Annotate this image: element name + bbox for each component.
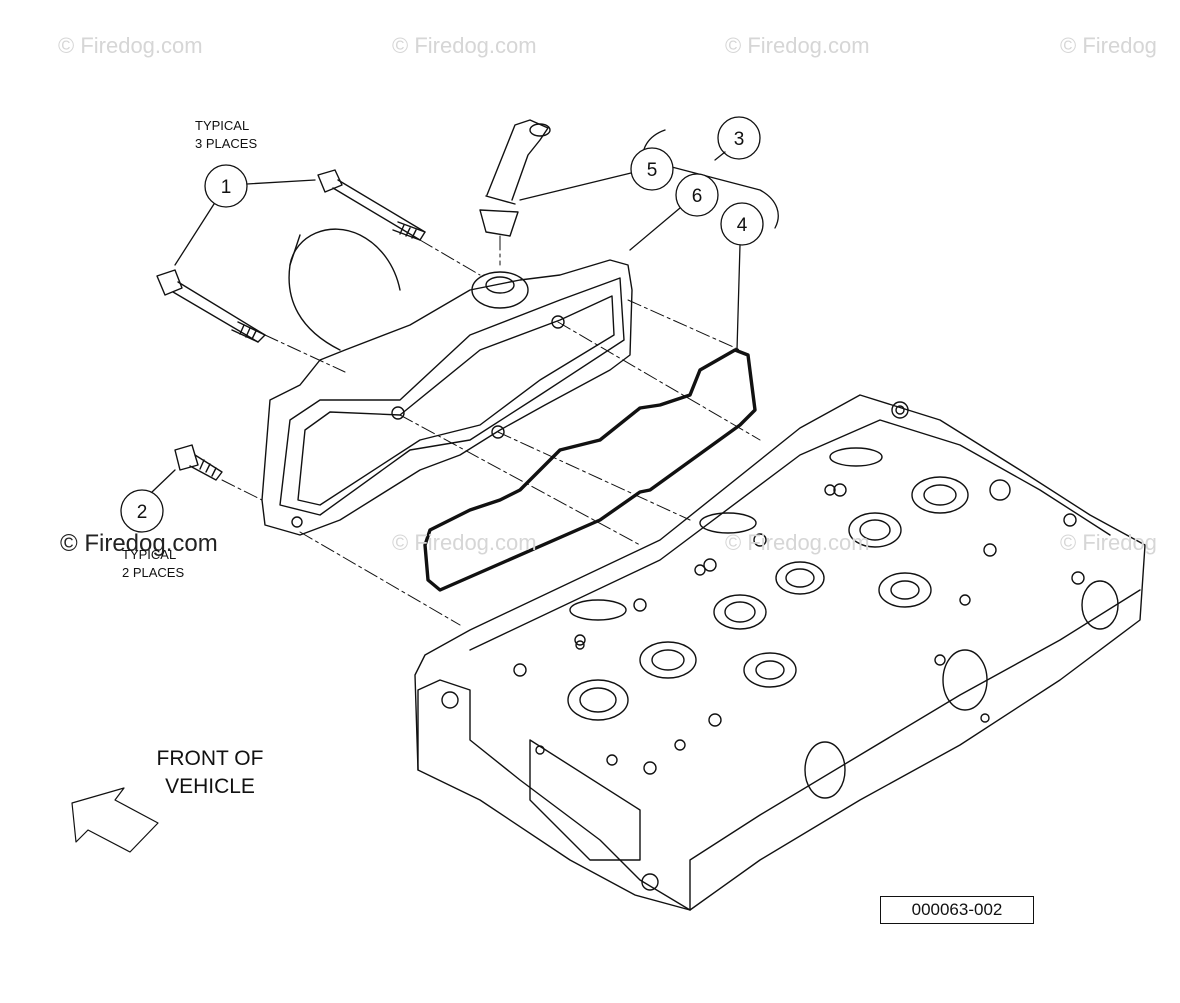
bolt-short [174, 444, 223, 481]
callout-label-5: 5 [647, 160, 658, 181]
figure-number: 000063-002 [880, 896, 1034, 924]
cylinder-head [414, 394, 1146, 911]
note-typical-3-places: TYPICAL 3 PLACES [195, 118, 258, 151]
alignment-lines [221, 235, 761, 626]
bolt-upper [317, 169, 426, 241]
watermark: © Firedog.com [725, 530, 870, 555]
watermark: © Firedog [1060, 530, 1157, 555]
callouts-graphics [120, 116, 779, 533]
callout-label-4: 4 [737, 215, 748, 236]
thermostat-housing [261, 228, 633, 536]
gasket [423, 348, 757, 592]
watermark: © Firedog.com [725, 33, 870, 58]
watermark: © Firedog.com [392, 33, 537, 58]
watermark: © Firedog.com [392, 530, 537, 555]
front-arrow [71, 787, 159, 853]
hose-fitting [479, 119, 551, 237]
front-of-vehicle-label: FRONT OF VEHICLE [156, 747, 264, 798]
callout-label-3: 3 [734, 129, 745, 150]
callout-label-1: 1 [221, 177, 232, 198]
watermark: © Firedog.com [58, 33, 203, 58]
watermark-dark: © Firedog.com [60, 530, 218, 557]
callout-label-2: 2 [137, 502, 148, 523]
watermark: © Firedog [1060, 33, 1157, 58]
note-typical-2-places: TYPICAL 2 PLACES [122, 547, 185, 580]
bolt-lower [156, 269, 266, 343]
callout-label-6: 6 [692, 186, 703, 207]
